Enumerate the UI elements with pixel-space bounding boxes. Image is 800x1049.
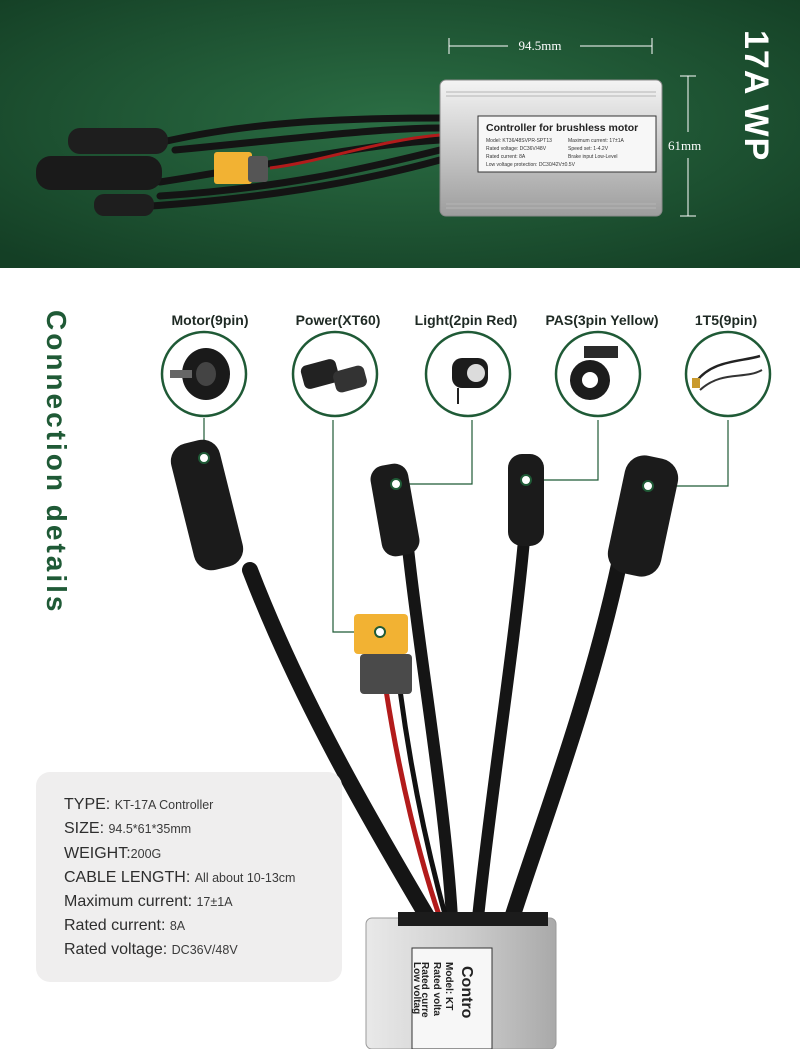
spec-row-cable-length: CABLE LENGTH: All about 10-13cm <box>64 869 295 887</box>
spec-value: DC36V/48V <box>171 943 238 957</box>
spec-card <box>36 772 342 982</box>
spec-value: 17±1A <box>196 895 233 909</box>
spec-value: 200G <box>130 847 162 861</box>
hero-connector-plug <box>68 128 168 154</box>
pas-sensor-icon <box>554 330 642 418</box>
connector-label-power: Power(XT60) <box>295 312 381 328</box>
hero-label-line: Low voltage protection: DC30/42V±0.5V <box>486 162 576 168</box>
spec-row-max-current: Maximum current: 17±1A <box>64 893 233 911</box>
hero-label-line: Rated current: 8A <box>486 154 526 160</box>
spec-key: Rated voltage: <box>64 941 168 958</box>
bottom-controller-box <box>365 912 557 1049</box>
hero-controller-label <box>477 115 657 173</box>
spec-row-rated-current: Rated current: 8A <box>64 917 185 935</box>
bike-light-icon <box>424 330 512 418</box>
hero-cables <box>116 114 444 212</box>
height-dimension-label: 61mm <box>668 138 702 153</box>
width-dimension-line <box>448 38 653 54</box>
spec-value: KT-17A Controller <box>114 798 214 812</box>
hero-label-line: Model: KT36/48SVPR-SPT13 <box>486 138 552 144</box>
connector-label-light: Light(2pin Red) <box>414 312 518 328</box>
hero-connector-plug <box>36 156 162 190</box>
bottom-label-line: Rated curre <box>419 962 430 1018</box>
height-dimension-line <box>680 75 696 217</box>
spec-row-weight: WEIGHT:200G <box>64 845 161 863</box>
connector-label-motor: Motor(9pin) <box>171 312 249 328</box>
spec-key: CABLE LENGTH: <box>64 869 191 886</box>
connector-label-1t5: 1T5(9pin) <box>694 312 758 328</box>
bottom-label-line: Rated volta <box>431 962 442 1016</box>
1t5-connector <box>607 455 679 577</box>
hero-label-line: Rated voltage: DC36V/48V <box>486 146 547 152</box>
hero-illustration: Controller for brushless motor Model: KT… <box>0 0 800 268</box>
leader-line-1t5 <box>648 420 729 487</box>
connector-label-pas: PAS(3pin Yellow) <box>545 312 659 328</box>
leader-line-pas <box>526 420 599 481</box>
spec-row-rated-voltage: Rated voltage: DC36V/48V <box>64 941 238 959</box>
hero-label-line: Speed set: 1-4.2V <box>568 146 609 152</box>
bottom-label-line: Model: KT <box>443 962 454 1010</box>
motor-connector <box>170 439 244 571</box>
xt60-plug-icon <box>291 330 379 418</box>
spec-key: WEIGHT: <box>64 845 131 862</box>
red-power-wire <box>383 689 443 919</box>
bottom-label-title: Contro <box>458 966 475 1019</box>
cable-icon <box>684 330 772 418</box>
leader-line-power <box>332 420 368 633</box>
hero-banner: Controller for brushless motor Model: KT… <box>0 0 800 268</box>
light-connector <box>370 463 420 557</box>
hero-label-title: Controller for brushless motor <box>486 122 638 134</box>
spec-key: Rated current: <box>64 917 166 934</box>
hero-xt60-housing <box>248 156 268 182</box>
hero-label-line: Maximum current: 17±1A <box>568 138 624 144</box>
spec-value: 94.5*61*35mm <box>108 822 192 836</box>
spec-key: Maximum current: <box>64 893 193 910</box>
pas-connector <box>508 454 544 546</box>
motor-hub-icon <box>160 330 248 418</box>
spec-key: SIZE: <box>64 820 105 837</box>
hero-connector-plug <box>94 194 154 216</box>
hero-red-wire <box>269 133 441 170</box>
hero-title: 17A WP <box>737 30 775 162</box>
spec-row-size: SIZE: 94.5*61*35mm <box>64 820 191 838</box>
spec-value: 8A <box>169 919 186 933</box>
section-title: Connection details <box>41 310 72 615</box>
bottom-label-line: Low voltag <box>411 962 422 1014</box>
width-dimension-label: 94.5mm <box>518 38 562 53</box>
leader-line-light <box>396 420 473 485</box>
hero-label-line: Brake input Low-Level <box>568 154 617 160</box>
black-power-wire <box>397 689 449 919</box>
spec-row-type: TYPE: KT-17A Controller <box>64 796 213 814</box>
hero-xt60-plug <box>214 152 252 184</box>
spec-value: All about 10-13cm <box>194 871 296 885</box>
xt60-connector <box>354 614 412 694</box>
spec-key: TYPE: <box>64 796 111 813</box>
